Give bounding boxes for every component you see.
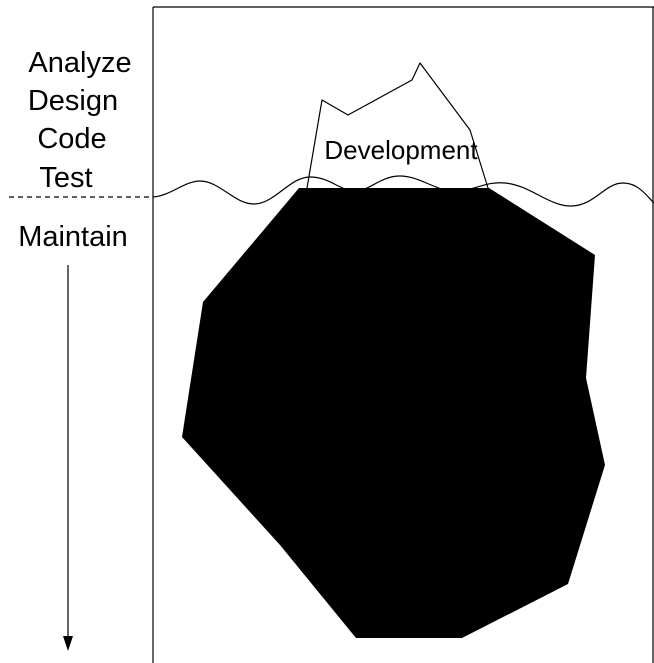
maintain-timeline-arrowhead: [63, 636, 73, 651]
water-line: [152, 175, 654, 207]
phase-label-analyze: Analyze: [28, 47, 131, 79]
phase-label-code: Code: [37, 123, 106, 155]
phase-label-test: Test: [39, 162, 92, 194]
iceberg-submerged-body: [182, 188, 605, 638]
phase-label-maintain: Maintain: [18, 221, 128, 253]
iceberg-tip-label: Development: [324, 135, 478, 165]
iceberg-tip: [306, 62, 489, 189]
phase-label-design: Design: [28, 85, 118, 117]
